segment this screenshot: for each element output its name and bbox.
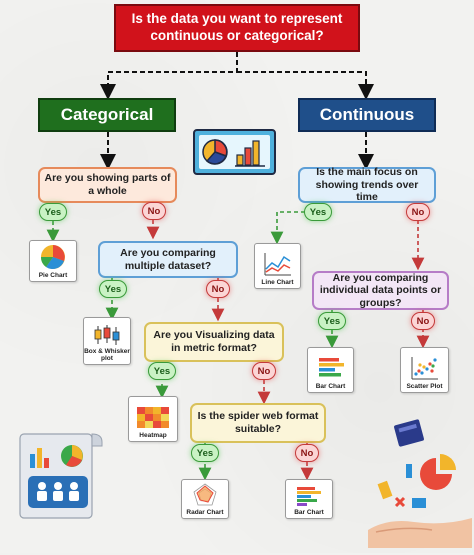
radar-chart-icon	[193, 483, 217, 506]
question-comparing-multiple: Are you comparing multiple dataset?	[98, 241, 238, 278]
pie-chart-icon	[40, 244, 65, 269]
report-document-icon	[16, 428, 104, 524]
hand-with-shapes-icon	[366, 412, 474, 550]
yes-badge: Yes	[191, 444, 219, 462]
no-badge: No	[406, 203, 430, 221]
yes-badge: Yes	[304, 203, 332, 221]
line-chart-icon	[264, 252, 291, 276]
yes-badge: Yes	[39, 203, 67, 221]
root-question: Is the data you want to represent contin…	[114, 4, 360, 52]
no-badge: No	[411, 312, 435, 330]
bar-chart-icon	[297, 486, 321, 506]
no-badge: No	[206, 280, 230, 298]
question-metric-format: Are you Visualizing data in metric forma…	[144, 322, 284, 362]
scatter-plot-card: Scatter Plot	[400, 347, 449, 393]
no-badge: No	[142, 202, 166, 220]
question-parts-whole: Are you showing parts of a whole	[38, 167, 177, 203]
heatmap-card: Heatmap	[128, 396, 178, 442]
radar-chart-card: Radar Chart	[181, 479, 229, 519]
categorical-box: Categorical	[38, 98, 176, 132]
line-chart-card: Line Chart	[254, 243, 301, 289]
no-badge: No	[295, 444, 319, 462]
bar-chart-icon	[318, 357, 344, 377]
bar-chart-categorical-card: Bar Chart	[285, 479, 333, 519]
heatmap-icon	[137, 406, 169, 428]
question-individual-points: Are you comparing individual data points…	[312, 271, 449, 310]
box-plot-icon	[94, 324, 120, 345]
yes-badge: Yes	[99, 280, 127, 298]
yes-badge: Yes	[318, 312, 346, 330]
box-whisker-card: Box & Whisker plot	[83, 317, 131, 365]
bar-chart-continuous-card: Bar Chart	[307, 347, 354, 393]
scatter-plot-icon	[411, 356, 438, 380]
analytics-board-icon	[193, 129, 276, 175]
no-badge: No	[252, 362, 276, 380]
question-spider-web: Is the spider web format suitable?	[190, 403, 326, 443]
question-trends-time: Is the main focus on showing trends over…	[298, 166, 436, 203]
continuous-box: Continuous	[298, 98, 436, 132]
yes-badge: Yes	[148, 362, 176, 380]
pie-chart-card: Pie Chart	[29, 240, 77, 282]
